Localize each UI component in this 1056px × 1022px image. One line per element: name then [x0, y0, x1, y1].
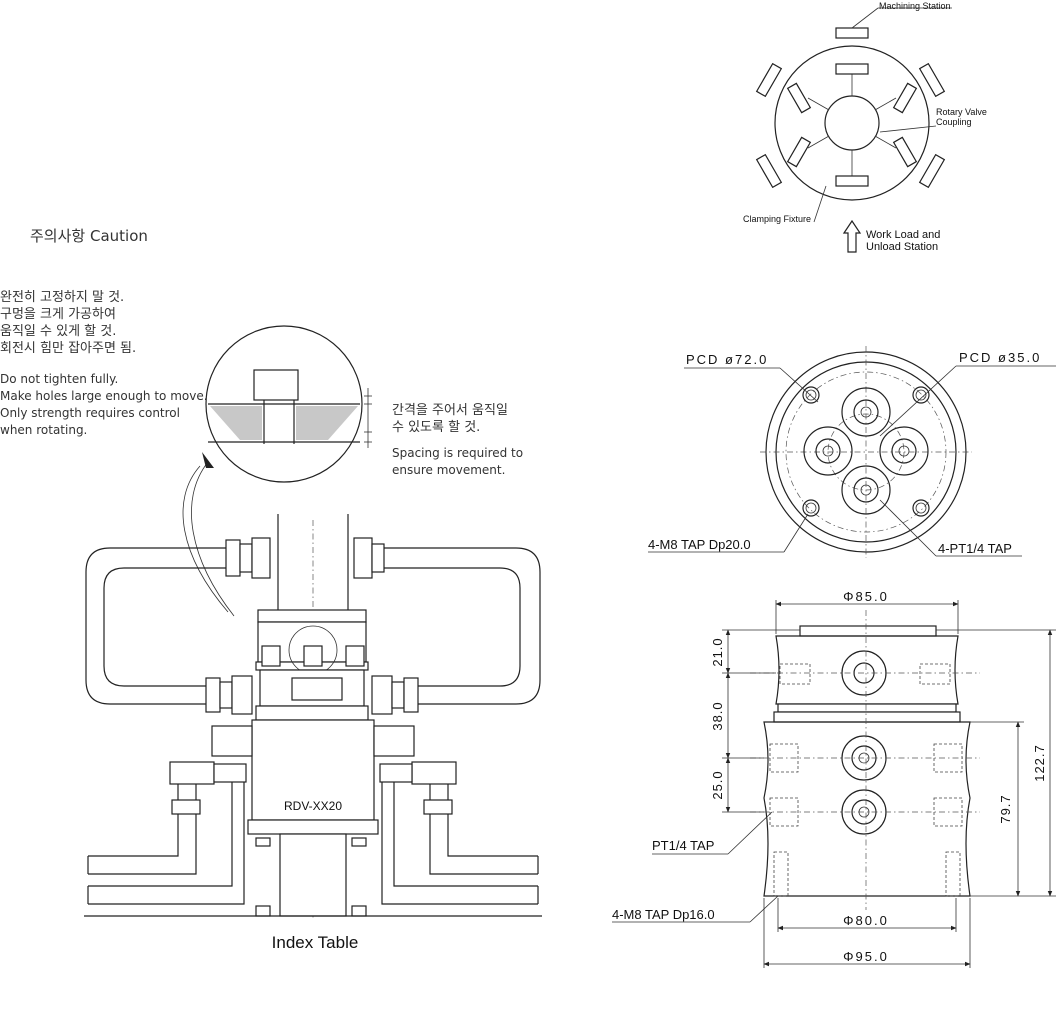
dim-79-7: 79.7 — [998, 794, 1013, 823]
spacing-en-line-1: Spacing is required to — [392, 446, 523, 460]
caution-en-line-3: Only strength requires control — [0, 406, 180, 420]
index-table-schematic: Machining Station Rotary Valve Coupling … — [743, 1, 987, 253]
work-load-label-2: Unload Station — [866, 241, 938, 253]
spacing-kr-line-1: 간격을 주어서 움직일 — [392, 403, 508, 418]
pt-tap-side-label: PT1/4 TAP — [652, 838, 714, 853]
caution-en-line-4: when rotating. — [0, 423, 87, 437]
dim-25: 25.0 — [710, 770, 725, 799]
m8-tap-top-label: 4-M8 TAP Dp20.0 — [648, 537, 751, 552]
index-table-label: Index Table — [272, 933, 359, 952]
rotary-assembly: RDV-XX20 — [84, 514, 542, 952]
dim-122-7: 122.7 — [1032, 744, 1047, 782]
clamping-fixture-label: Clamping Fixture — [743, 214, 811, 224]
rotary-valve-label-2: Coupling — [936, 117, 972, 127]
top-view: PCD ø72.0 PCD ø35.0 4-M8 TAP Dp20.0 4-PT… — [648, 346, 1056, 558]
caution-kr-line-1: 완전히 고정하지 말 것. — [0, 290, 124, 305]
spacing-en-line-2: ensure movement. — [392, 463, 505, 477]
dim-38: 38.0 — [710, 701, 725, 730]
detail-magnifier — [182, 325, 372, 617]
caution-kr-line-3: 움직일 수 있게 할 것. — [0, 324, 116, 339]
work-load-label-1: Work Load and — [866, 229, 940, 241]
caution-kr-line-2: 구멍을 크게 가공하여 — [0, 307, 116, 322]
m8-tap-side-label: 4-M8 TAP Dp16.0 — [612, 907, 715, 922]
dim-dia-85: Φ85.0 — [843, 589, 889, 604]
caution-kr-line-4: 회전시 힘만 잡아주면 됨. — [0, 341, 136, 356]
pt-tap-top-label: 4-PT1/4 TAP — [938, 541, 1012, 556]
model-label: RDV-XX20 — [284, 799, 342, 813]
dim-21: 21.0 — [710, 637, 725, 666]
rotary-valve-label-1: Rotary Valve — [936, 107, 987, 117]
machining-station-label: Machining Station — [879, 1, 951, 11]
caution-en-line-2: Make holes large enough to move. — [0, 389, 208, 403]
caution-title: 주의사항 Caution — [30, 227, 148, 245]
pcd-inner-label: PCD ø35.0 — [959, 350, 1041, 365]
spacing-kr-line-2: 수 있도록 할 것. — [392, 420, 480, 435]
dim-dia-95: Φ95.0 — [843, 949, 889, 964]
pcd-outer-label: PCD ø72.0 — [686, 352, 768, 367]
caution-en-line-1: Do not tighten fully. — [0, 372, 118, 386]
dim-dia-80: Φ80.0 — [843, 913, 889, 928]
side-view: Φ85.0 Φ80.0 Φ95.0 21.0 38.0 25.0 79.7 12… — [612, 589, 1056, 968]
